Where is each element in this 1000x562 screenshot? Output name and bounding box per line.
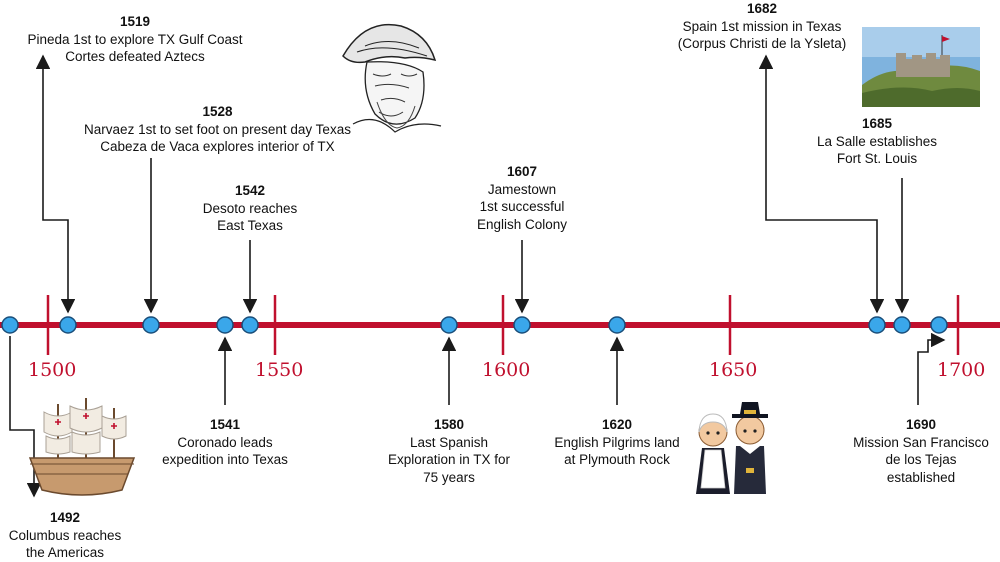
event-text-line: Pineda 1st to explore TX Gulf Coast	[27, 31, 243, 47]
event-text-line: Mission San Francisco	[853, 434, 989, 450]
event-year: 1519	[119, 14, 151, 29]
tick-label-1650: 1650	[709, 359, 757, 381]
event-year: 1542	[234, 183, 266, 198]
event-1682: 1682 Spain 1st mission in Texas (Corpus …	[662, 0, 862, 53]
connector-1519	[35, 54, 76, 314]
event-text-line: English Pilgrims land	[554, 434, 680, 450]
event-text-line: Cabeza de Vaca explores interior of TX	[100, 139, 335, 154]
galleon-illustration	[28, 398, 136, 496]
event-year: 1685	[861, 116, 893, 131]
event-text-line: the Americas	[25, 545, 105, 560]
event-text-line: Coronado leads	[177, 434, 273, 450]
event-year: 1620	[601, 417, 633, 432]
event-connectors	[9, 54, 946, 498]
dot-1620	[608, 316, 626, 334]
event-text-line: 1st successful	[479, 199, 565, 214]
event-text-line: Exploration in TX for	[387, 452, 511, 467]
event-1685: 1685 La Salle establishes Fort St. Louis	[802, 115, 952, 168]
event-1580: 1580 Last Spanish Exploration in TX for …	[379, 416, 519, 486]
dot-1528	[142, 316, 160, 334]
event-text-line: English Colony	[476, 216, 568, 232]
event-text-line: East Texas	[217, 218, 283, 233]
event-text-line: Last Spanish	[409, 434, 489, 450]
event-year: 1492	[49, 510, 81, 525]
event-text-line: Cortes defeated Aztecs	[65, 49, 205, 64]
event-year: 1528	[202, 104, 233, 119]
event-text-line: 75 years	[423, 469, 475, 485]
tick-label-1600: 1600	[482, 359, 530, 381]
event-year: 1682	[746, 1, 778, 16]
event-text-line: expedition into Texas	[162, 452, 288, 467]
dot-1685	[893, 316, 911, 334]
event-text-line: Fort St. Louis	[836, 151, 918, 166]
event-text-line: Narvaez 1st to set foot on present day T…	[84, 121, 351, 137]
connector-1690	[917, 332, 946, 405]
dot-1519	[59, 316, 77, 334]
tick-label-1550: 1550	[255, 359, 303, 381]
pilgrims-illustration	[696, 402, 768, 494]
event-1620: 1620 English Pilgrims land at Plymouth R…	[542, 416, 692, 469]
dot-1541	[216, 316, 234, 334]
event-1492: 1492 Columbus reaches the Americas	[0, 509, 130, 562]
event-text-line: Columbus reaches	[8, 527, 122, 543]
dot-1682	[868, 316, 886, 334]
event-text-line: (Corpus Christi de la Ysleta)	[677, 36, 847, 51]
fort-photo	[862, 27, 980, 107]
event-1528: 1528 Narvaez 1st to set foot on present …	[60, 103, 375, 156]
conquistador-illustration	[342, 23, 442, 133]
event-text-line: Jamestown	[487, 181, 557, 197]
event-text-line: La Salle establishes	[816, 133, 938, 149]
event-text-line: Desoto reaches	[202, 200, 298, 216]
dot-1542	[241, 316, 259, 334]
event-1542: 1542 Desoto reaches East Texas	[190, 182, 310, 235]
event-year: 1690	[905, 417, 937, 432]
event-1607: 1607 Jamestown 1st successful English Co…	[462, 163, 582, 233]
event-1541: 1541 Coronado leads expedition into Texa…	[160, 416, 290, 469]
event-year: 1607	[506, 164, 538, 179]
event-text-line: at Plymouth Rock	[564, 452, 670, 467]
event-text-line: de los Tejas	[885, 452, 957, 467]
event-text-line: Spain 1st mission in Texas	[682, 18, 842, 34]
tick-label-1700: 1700	[937, 359, 985, 381]
connector-1682	[758, 54, 885, 314]
event-year: 1541	[209, 417, 241, 432]
dot-1607	[513, 316, 531, 334]
dot-1580	[440, 316, 458, 334]
dot-1492	[1, 316, 19, 334]
event-dots	[1, 316, 948, 334]
tick-label-1500: 1500	[28, 359, 76, 381]
event-year: 1580	[433, 417, 465, 432]
event-1690: 1690 Mission San Francisco de los Tejas …	[842, 416, 1000, 486]
dot-1690	[930, 316, 948, 334]
event-1519: 1519 Pineda 1st to explore TX Gulf Coast…	[5, 13, 265, 66]
event-text-line: established	[886, 469, 956, 485]
